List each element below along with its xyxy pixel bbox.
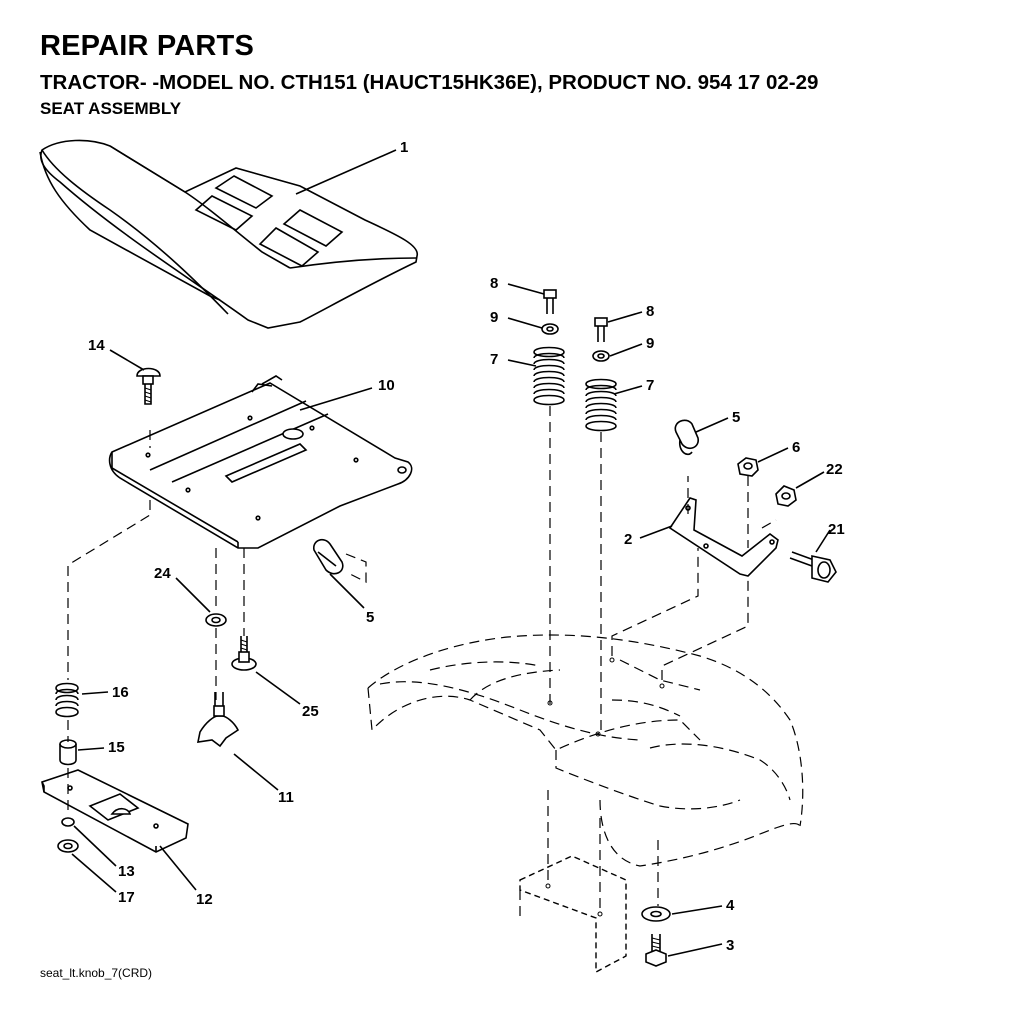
washer-4 [641,906,671,922]
slide-bracket [41,769,189,853]
callout-knob-11: 11 [278,789,294,806]
hex-nut-6 [737,457,759,477]
shoulder-bolt [231,636,257,671]
callout-nut-13: 13 [118,863,135,880]
lower-support-bracket [519,855,627,974]
callout-seat-pan: 10 [378,377,395,394]
callout-seat: 1 [400,139,408,156]
seat-switch-clip-right [674,419,699,456]
callout-carriage-bolt: 14 [88,337,105,354]
callout-washer-24: 24 [154,565,171,582]
hex-bolt-3 [645,934,667,967]
callout-bolt-21: 21 [828,521,845,538]
callout-bolt-8b: 8 [646,303,654,320]
washer-9b [592,350,610,362]
callout-bolt-8a: 8 [490,275,498,292]
spring-7b [585,378,617,432]
callout-washer-9b: 9 [646,335,654,352]
switch-bracket [668,497,779,577]
carriage-bolt [136,367,161,405]
callout-bolt-25: 25 [302,703,319,720]
callout-washer-9a: 9 [490,309,498,326]
seat-pan [108,375,413,549]
adjustment-knob [196,692,240,748]
tractor-fender-outline [367,634,804,867]
callout-locknut-22: 22 [826,461,843,478]
callout-nut-6: 6 [792,439,800,456]
callout-spacer-15: 15 [108,739,125,756]
drawing-file-label: seat_lt.knob_7(CRD) [40,966,153,980]
callout-bracket-2: 2 [624,531,632,548]
callout-spring-7a: 7 [490,351,498,368]
model-subtitle: TRACTOR- -MODEL NO. CTH151 (HAUCT15HK36E… [40,71,819,94]
spring-7a [533,346,565,406]
locknut-22 [775,485,797,507]
shoulder-bolt-21 [789,551,837,583]
callout-spring-7b: 7 [646,377,654,394]
seat-switch-clip-left [313,538,367,583]
page-title: REPAIR PARTS [40,30,255,62]
callout-spring-16: 16 [112,684,129,701]
hex-bolt-8a [543,289,557,314]
callout-bolt-3: 3 [726,937,734,954]
hex-bolt-8b [594,317,608,342]
callout-washer-4: 4 [726,897,735,914]
washer-9a [541,323,559,335]
callout-locknut-17: 17 [118,889,135,906]
callout-bracket-12: 12 [196,891,213,908]
callout-clip-right: 5 [732,409,740,426]
washer-24 [205,613,227,627]
spring-16 [55,682,79,718]
seat-cushion [39,139,418,329]
spacer-15 [59,739,77,766]
locknut-17 [57,839,79,853]
section-title: SEAT ASSEMBLY [40,99,182,118]
callout-clip-left: 5 [366,609,374,626]
nut-13 [61,817,75,827]
